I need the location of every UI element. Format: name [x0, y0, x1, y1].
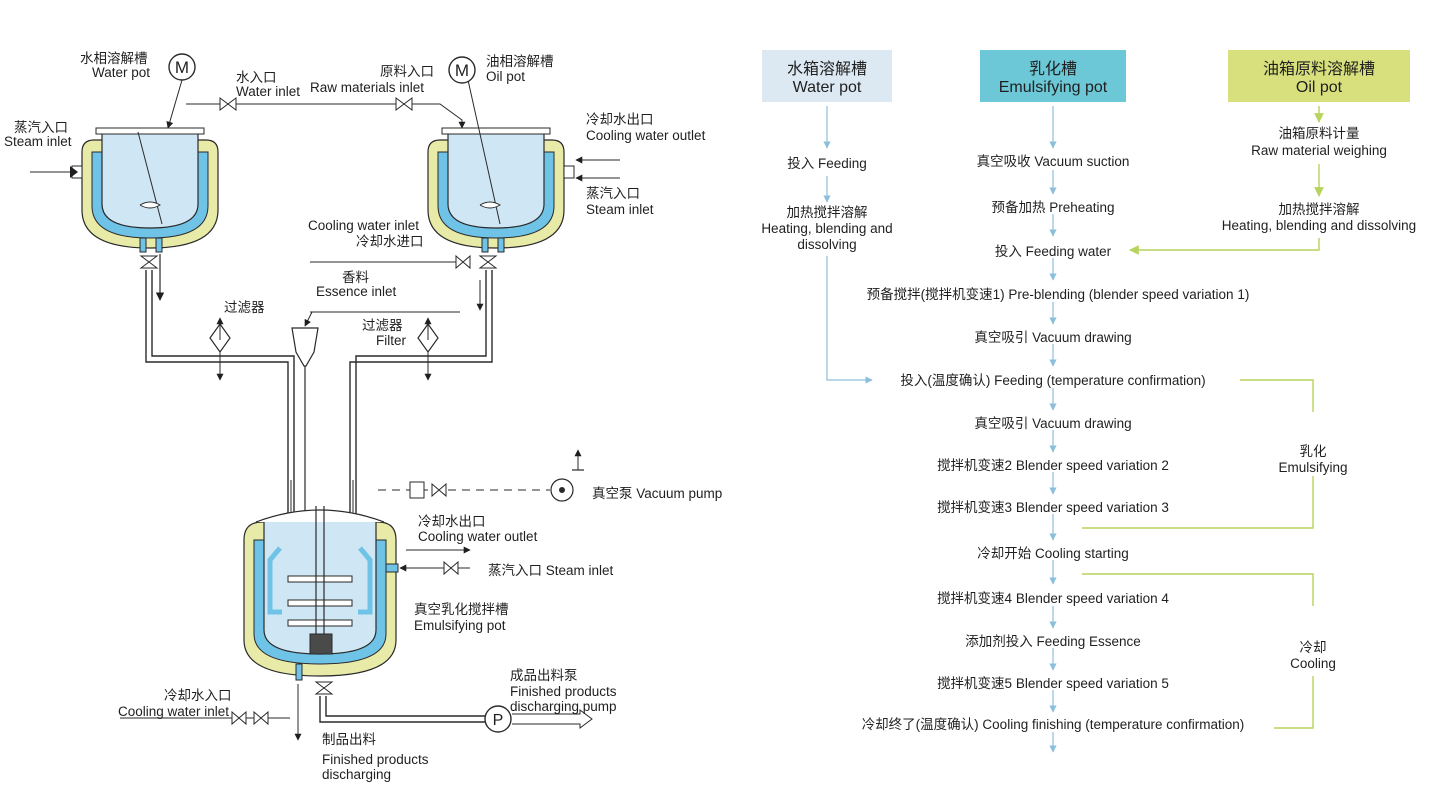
steam-inlet2-en: Steam inlet — [586, 202, 654, 217]
cool-out-cn: 冷却水出口 — [586, 112, 654, 127]
water-pot-en: Water pot — [92, 65, 150, 80]
emul-pot-header — [980, 50, 1126, 102]
water-drain-valve-icon — [139, 255, 159, 269]
oil-step-heating-cn: 加热搅拌溶解 — [1279, 202, 1360, 217]
filter-right-cn: 过滤器 — [362, 318, 403, 333]
water-inlet-valve-icon — [219, 97, 237, 111]
oil-pot-tank — [427, 79, 575, 253]
filter-left-cn: 过滤器 — [224, 300, 265, 315]
water-inlet-en: Water inlet — [236, 84, 300, 99]
discharge-en2: discharging — [322, 767, 391, 782]
emul-step-12: 添加剂投入 Feeding Essence — [965, 634, 1141, 649]
emul-header-cn: 乳化槽 — [1029, 60, 1077, 78]
emul-header-en: Emulsifying pot — [999, 79, 1108, 96]
cool-out-en: Cooling water outlet — [586, 128, 706, 143]
water-step-heating-en2: dissolving — [797, 237, 856, 252]
oil-header-cn: 油箱原料溶解槽 — [1263, 60, 1375, 78]
raw-inlet-valve-icon — [395, 97, 413, 111]
emulsifying-en: Emulsifying — [1278, 460, 1347, 475]
finished-pump-icon — [484, 705, 512, 733]
water-inlet-cn: 水入口 — [236, 70, 277, 85]
oil-motor-icon — [448, 56, 476, 84]
emul-step-3: 投入 Feeding water — [995, 244, 1112, 259]
cooling-bracket — [1082, 573, 1314, 606]
steam-inlet2-cn: 蒸汽入口 — [586, 186, 640, 201]
cool-in2-cn: 冷却水入口 — [164, 688, 232, 703]
emul-pot-en: Emulsifying pot — [414, 618, 506, 633]
emul-step-8: 搅拌机变速2 Blender speed variation 2 — [937, 458, 1169, 473]
cool-in-en: Cooling water inlet — [308, 218, 419, 233]
emul-pot-cn: 真空乳化搅拌槽 — [414, 602, 509, 617]
emul-step-5: 真空吸引 Vacuum drawing — [974, 330, 1131, 345]
oil-pot-en: Oil pot — [486, 69, 525, 84]
equipment-diagram: M M — [30, 53, 620, 741]
oil-motor-symbol: M — [455, 61, 469, 80]
discharge-cn: 制品出料 — [322, 732, 376, 747]
emul-step-1: 真空吸收 Vacuum suction — [977, 154, 1130, 169]
essence-hopper — [291, 327, 319, 367]
emulsifying-cn: 乳化 — [1300, 444, 1327, 459]
essence-cn: 香料 — [342, 270, 369, 285]
emulsifying-pot-tank — [243, 506, 399, 681]
oil-pot-cn: 油相溶解槽 — [486, 54, 554, 69]
cooling-en: Cooling — [1290, 656, 1336, 671]
emulsifying-bracket — [1240, 379, 1314, 412]
filter-right-en: Filter — [376, 333, 407, 348]
cool-in2-en: Cooling water inlet — [118, 704, 229, 719]
steam-inlet-cn: 蒸汽入口 — [14, 120, 68, 135]
oil-step-heating-en: Heating, blending and dissolving — [1222, 218, 1416, 233]
finished-pump-en1: Finished products — [510, 684, 617, 699]
emul-step-6: 投入(温度确认) Feeding (temperature confirmati… — [900, 373, 1205, 388]
emul-step-2: 预备加热 Preheating — [991, 199, 1114, 215]
water-pot-cn: 水相溶解槽 — [80, 51, 148, 66]
oil-header-en: Oil pot — [1296, 79, 1343, 96]
raw-inlet-en: Raw materials inlet — [310, 80, 424, 95]
steam-inlet3: 蒸汽入口 Steam inlet — [488, 563, 614, 578]
emul-step-14: 冷却终了(温度确认) Cooling finishing (temperatur… — [862, 717, 1245, 732]
oil-step-weighing-cn: 油箱原料计量 — [1279, 126, 1360, 141]
emul-step-10: 冷却开始 Cooling starting — [977, 546, 1129, 561]
water-step-feeding: 投入 Feeding — [787, 156, 867, 171]
cool-out2-cn: 冷却水出口 — [418, 514, 486, 529]
steam-inlet-en: Steam inlet — [4, 134, 72, 149]
vacuum-filter-icon — [409, 481, 425, 499]
emul-step-11: 搅拌机变速4 Blender speed variation 4 — [937, 591, 1169, 606]
raw-inlet-cn: 原料入口 — [380, 64, 434, 79]
essence-en: Essence inlet — [316, 284, 397, 299]
emul-step-9: 搅拌机变速3 Blender speed variation 3 — [937, 500, 1169, 515]
process-flowchart: 水箱溶解槽 Water pot 乳化槽 Emulsifying pot 油箱原料… — [761, 50, 1416, 753]
water-step-heating-en1: Heating, blending and — [761, 221, 892, 236]
finished-pump-symbol: P — [493, 712, 504, 729]
oil-pot-header — [1228, 50, 1410, 102]
cooling-cn: 冷却 — [1300, 640, 1327, 655]
finished-pump-en2: discharging pump — [510, 699, 617, 714]
emul-step-13: 搅拌机变速5 Blender speed variation 5 — [937, 676, 1169, 691]
oil-step-weighing-en: Raw material weighing — [1251, 143, 1387, 158]
discharge-en1: Finished products — [322, 752, 429, 767]
cool-out2-en: Cooling water outlet — [418, 529, 538, 544]
finished-pump-cn: 成品出料泵 — [510, 668, 578, 683]
water-motor-symbol: M — [175, 58, 189, 77]
vacuum-pump-label: 真空泵 Vacuum pump — [592, 486, 722, 501]
cool-in-cn: 冷却水进口 — [356, 234, 424, 249]
water-pot-tank — [71, 127, 219, 253]
equipment-labels: 水相溶解槽 Water pot 水入口 Water inlet 原料入口 Raw… — [4, 51, 722, 782]
emul-step-7: 真空吸引 Vacuum drawing — [974, 416, 1131, 431]
water-header-cn: 水箱溶解槽 — [787, 60, 867, 78]
water-pot-header — [762, 50, 892, 102]
water-step-heating-cn: 加热搅拌溶解 — [787, 205, 868, 220]
emul-step-4: 预备搅拌(搅拌机变速1) Pre-blending (blender speed… — [867, 286, 1250, 302]
water-header-en: Water pot — [793, 79, 862, 96]
